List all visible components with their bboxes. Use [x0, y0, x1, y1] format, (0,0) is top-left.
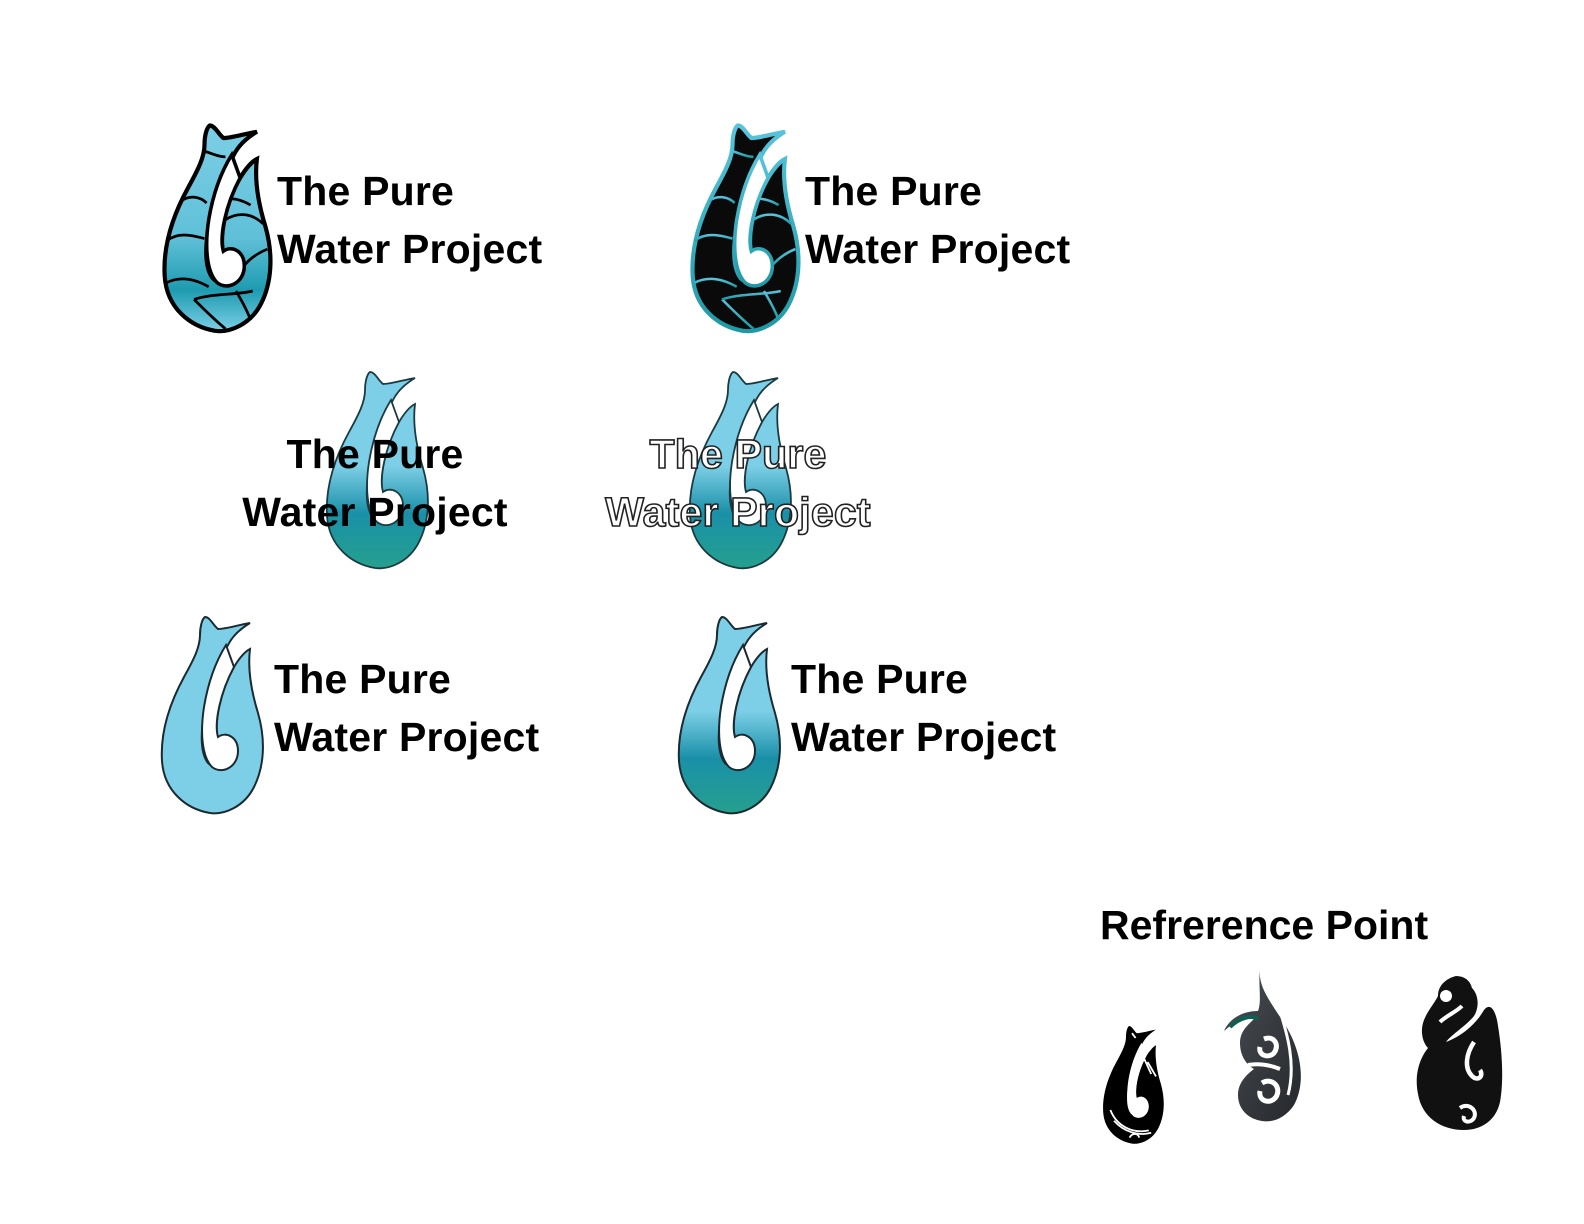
- manaia-hook-icon: [1416, 976, 1503, 1130]
- logo-solid-light-blue: The Pure Water Project: [150, 607, 570, 817]
- wordmark-line-2: Water Project: [805, 226, 1071, 272]
- hook-icon: [160, 616, 264, 815]
- logo-gradient-overlay-outline-text: The Pure Water Project: [593, 362, 883, 572]
- koru-hook-icon: [1224, 969, 1301, 1122]
- wordmark: The Pure Water Project: [277, 162, 542, 278]
- wordmark-line-1: The Pure: [286, 431, 464, 477]
- wordmark: The Pure Water Project: [805, 162, 1070, 278]
- logo-stained-glass-black: The Pure Water Project: [678, 115, 1098, 335]
- wordmark: The Pure Water Project: [791, 650, 1056, 766]
- wordmark-line-2: Water Project: [277, 226, 543, 272]
- logo-stained-glass-blue: The Pure Water Project: [150, 115, 570, 335]
- tribal-fish-hook-icon: [1103, 1026, 1164, 1144]
- wordmark-line-1: The Pure: [277, 168, 455, 214]
- wordmark: The Pure Water Project: [274, 650, 539, 766]
- reference-title: Refrerence Point: [1100, 902, 1429, 948]
- hook-icon: [677, 616, 781, 815]
- wordmark-line-1: The Pure: [805, 168, 983, 214]
- wordmark-line-2: Water Project: [242, 489, 508, 535]
- wordmark: The Pure Water Project: [593, 425, 883, 541]
- wordmark-line-1: The Pure: [649, 430, 827, 478]
- wordmark-line-2: Water Project: [791, 714, 1057, 760]
- wordmark-line-2: Water Project: [604, 488, 871, 536]
- logo-gradient-side: The Pure Water Project: [667, 607, 1087, 817]
- hook-icon: [150, 115, 280, 335]
- hook-icon: [678, 115, 808, 335]
- wordmark: The Pure Water Project: [230, 425, 520, 541]
- logo-gradient-overlay-black-text: The Pure Water Project: [230, 362, 520, 572]
- wordmark-line-1: The Pure: [274, 656, 452, 702]
- wordmark-line-1: The Pure: [791, 656, 969, 702]
- wordmark-line-2: Water Project: [274, 714, 540, 760]
